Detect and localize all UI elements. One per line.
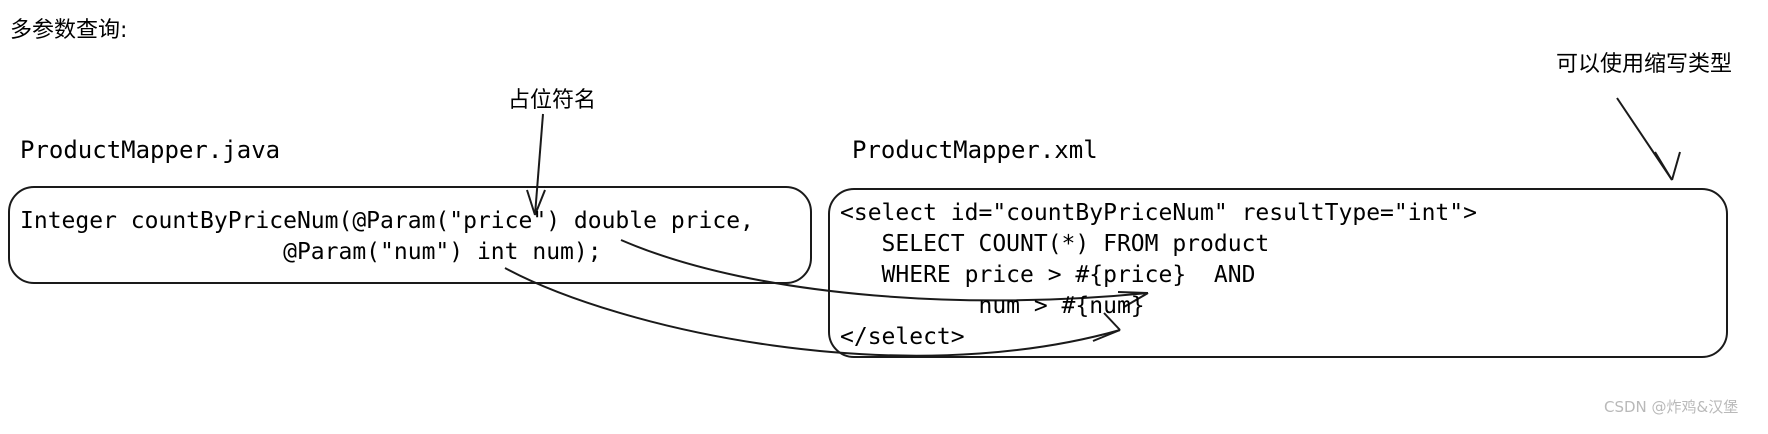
- annotation-shorthand-type: 可以使用缩写类型: [1556, 52, 1733, 77]
- java-code-box: [8, 186, 812, 284]
- arrow-shorthand-type: [1616, 97, 1681, 181]
- annotation-placeholder-name: 占位符名: [508, 88, 597, 113]
- page-heading: 多参数查询:: [10, 18, 128, 43]
- csdn-watermark: CSDN @炸鸡&汉堡: [1604, 398, 1739, 416]
- xml-code-box: [828, 188, 1728, 358]
- java-code-text: Integer countByPriceNum(@Param("price") …: [20, 208, 754, 265]
- xml-code-text: <select id="countByPriceNum" resultType=…: [840, 200, 1477, 350]
- java-file-label: ProductMapper.java: [20, 136, 281, 164]
- xml-file-label: ProductMapper.xml: [852, 136, 1098, 164]
